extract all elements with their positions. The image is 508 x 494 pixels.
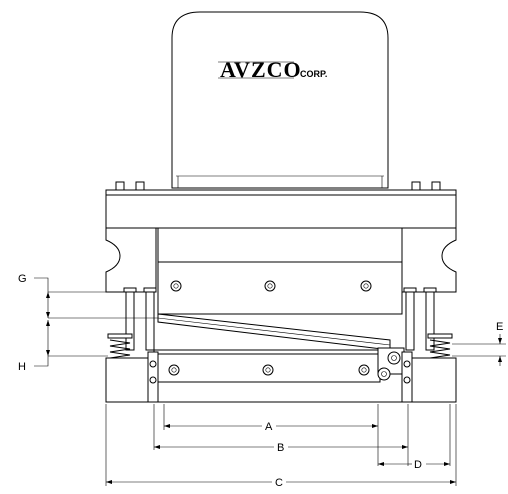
top-housing (171, 11, 389, 189)
dimension-c: C (106, 477, 456, 489)
dimension-g: G (18, 273, 158, 319)
dimension-a: A (164, 421, 378, 433)
right-side-block (401, 227, 457, 293)
logo-suffix: CORP. (300, 69, 327, 79)
right-clamp-leg (401, 351, 413, 403)
dimension-b: B (154, 442, 408, 454)
dimension-g-label: G (18, 273, 27, 285)
dimension-d: D (378, 459, 450, 471)
logo: AVZCO CORP. (218, 57, 327, 82)
guide-rods (123, 287, 437, 351)
logo-brand: AVZCO (220, 57, 302, 82)
right-spring (427, 333, 453, 359)
lower-screws (168, 364, 370, 376)
left-spring (107, 333, 133, 359)
dimension-a-label: A (265, 421, 273, 433)
dimension-b-label: B (277, 442, 284, 454)
dimension-h: H (18, 320, 108, 373)
left-side-block (105, 227, 157, 293)
slanted-blade (157, 313, 391, 351)
left-clamp-leg (147, 351, 159, 403)
dimension-c-label: C (275, 477, 283, 489)
blade-edge (157, 317, 391, 346)
dimension-h-label: H (18, 361, 26, 373)
extension-lines (105, 404, 457, 486)
upper-screws (170, 280, 372, 292)
roller-assembly (377, 347, 405, 381)
top-plate-bolts (115, 181, 441, 191)
dimension-e: E (452, 321, 506, 366)
dimension-e-label: E (496, 321, 503, 333)
center-body (157, 227, 403, 263)
top-plate (105, 189, 457, 229)
dimension-d-label: D (414, 459, 422, 471)
